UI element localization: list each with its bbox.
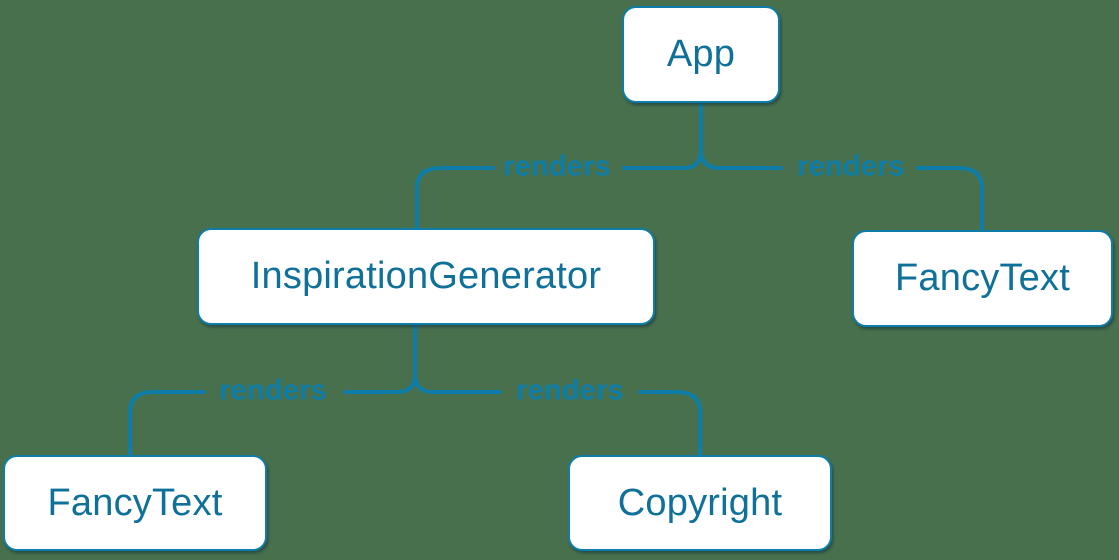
edge-label-app-fancytext: renders [797, 150, 905, 183]
node-inspiration-generator: InspirationGenerator [197, 228, 655, 325]
connector-app-to-inspirationgenerator-a [622, 148, 703, 170]
node-copyright-label: Copyright [617, 481, 783, 524]
connector-app-to-fancytext-a [699, 148, 783, 170]
node-inspiration-generator-label: InspirationGenerator [250, 255, 602, 297]
connector-inspirationgenerator-to-copyright-b [638, 390, 702, 457]
connector-inspirationgenerator-to-fancytext-b [128, 390, 206, 457]
node-app-label: App [666, 33, 736, 75]
connector-app-to-fancytext-b [916, 166, 984, 232]
edge-label-inspirationgenerator-fancytext: renders [219, 374, 327, 407]
node-fancy-text-bottom-left: FancyText [3, 455, 267, 551]
node-fancy-text-top-right: FancyText [852, 230, 1113, 327]
edge-label-app-inspirationgenerator: renders [503, 150, 611, 183]
node-fancy-text-top-right-label: FancyText [895, 257, 1070, 299]
node-fancy-text-bottom-left-label: FancyText [47, 481, 223, 524]
connector-inspirationgenerator-to-fancytext-a [343, 372, 417, 394]
connector-inspirationgenerator-to-copyright-a [413, 372, 502, 394]
node-app: App [622, 6, 780, 103]
connector-app-to-inspirationgenerator-b [415, 166, 495, 230]
edge-label-inspirationgenerator-copyright: renders [516, 374, 624, 407]
node-copyright: Copyright [568, 455, 832, 551]
